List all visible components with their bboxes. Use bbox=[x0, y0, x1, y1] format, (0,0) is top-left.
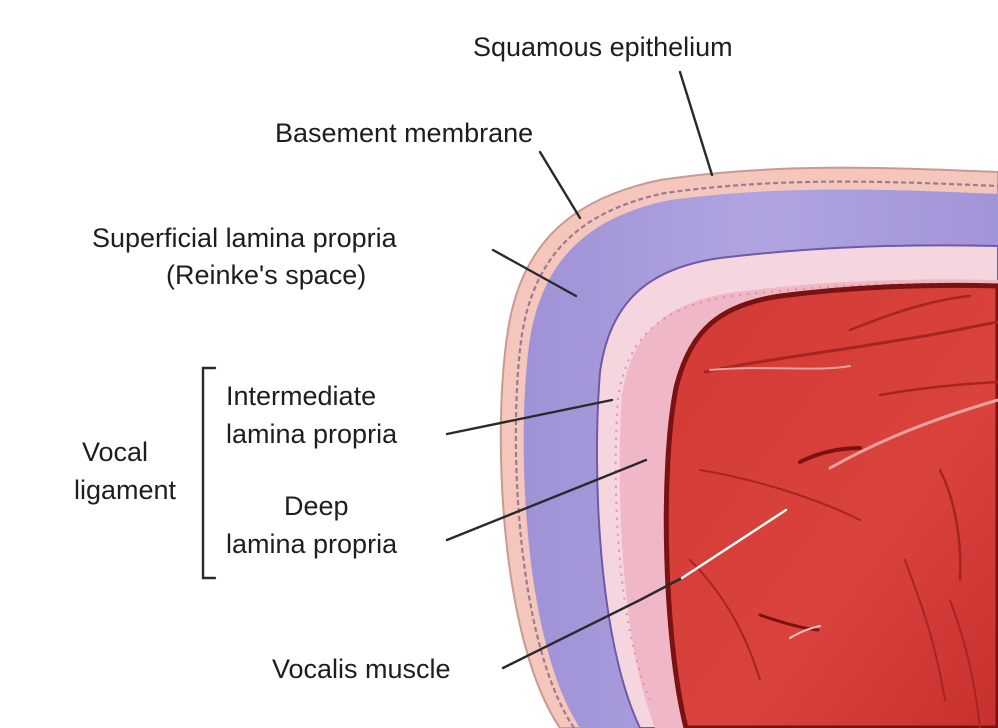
label-intermediate-line2: lamina propria bbox=[226, 419, 398, 449]
label-basement-membrane: Basement membrane bbox=[275, 118, 533, 148]
label-deep-line1: Deep bbox=[284, 491, 349, 521]
leader-intermediate-lamina-propria bbox=[445, 398, 614, 436]
leader-squamous-epithelium bbox=[678, 70, 714, 177]
label-deep-line2: lamina propria bbox=[226, 529, 398, 559]
label-intermediate-line1: Intermediate bbox=[226, 381, 376, 411]
leader-deep-lamina-propria bbox=[445, 458, 648, 542]
basement-membrane-layer bbox=[514, 180, 998, 728]
label-vocal-ligament-line1: Vocal bbox=[82, 437, 148, 467]
label-squamous-epithelium: Squamous epithelium bbox=[473, 32, 733, 62]
leader-vocalis-muscle-inner bbox=[680, 508, 788, 580]
label-superficial-lamina-propria-line2: (Reinke's space) bbox=[166, 260, 366, 290]
deep-lamina-propria-dots bbox=[614, 282, 998, 701]
label-vocalis-muscle: Vocalis muscle bbox=[272, 654, 451, 684]
leader-superficial-lamina-propria bbox=[491, 248, 578, 298]
label-superficial-lamina-propria-line1: Superficial lamina propria bbox=[92, 223, 398, 253]
muscle-fibers bbox=[689, 294, 998, 728]
leader-basement-membrane bbox=[538, 150, 582, 220]
label-vocal-ligament-line2: ligament bbox=[74, 475, 177, 505]
leader-vocalis-muscle bbox=[501, 576, 684, 670]
vocal-ligament-bracket bbox=[201, 366, 217, 580]
